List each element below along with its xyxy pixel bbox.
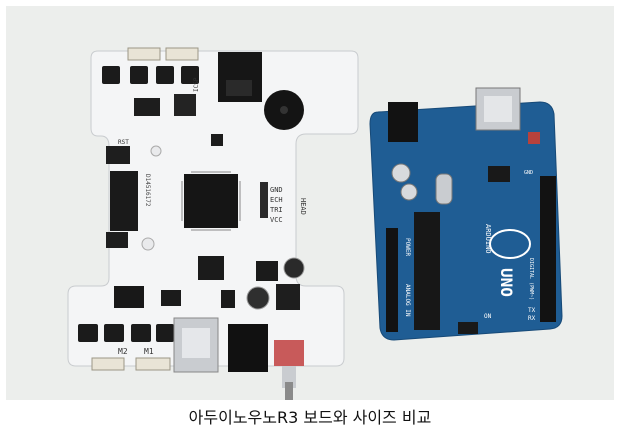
label-uno-gnd: GND — [524, 170, 533, 176]
label-on: ON — [484, 313, 492, 320]
label-tri: TRI — [270, 206, 283, 214]
label-tx: TX — [528, 307, 536, 314]
label-ech: ECH — [270, 196, 283, 204]
arduino-uno-board: UNO ARDUINO ANALOG IN POWER DIGITAL (PWM… — [369, 87, 563, 341]
label-gnd: GND — [270, 186, 283, 194]
label-uno: UNO — [497, 268, 516, 297]
label-rx: RX — [528, 315, 536, 322]
label-digital: DIGITAL (PWM~) — [528, 258, 534, 300]
label-arduino: ARDUINO — [484, 224, 492, 254]
label-vcc: VCC — [270, 216, 283, 224]
label-chip: D14516172 — [144, 174, 151, 207]
caption: 아두이노우노R3 보드와 사이즈 비교 — [188, 408, 432, 427]
label-m2: M2 — [118, 347, 128, 356]
label-head: HEAD — [299, 198, 307, 215]
white-robot-board: HEAD GND ECH TRI VCC M2 M1 RST ICSP D145… — [67, 47, 359, 400]
label-m1: M1 — [144, 347, 154, 356]
label-analog-in: ANALOG IN — [404, 284, 411, 317]
label-power: POWER — [404, 238, 411, 256]
label-icsp: ICSP — [193, 77, 200, 92]
label-rst: RST — [118, 139, 129, 146]
photo: HEAD GND ECH TRI VCC M2 M1 RST ICSP D145… — [6, 6, 614, 400]
